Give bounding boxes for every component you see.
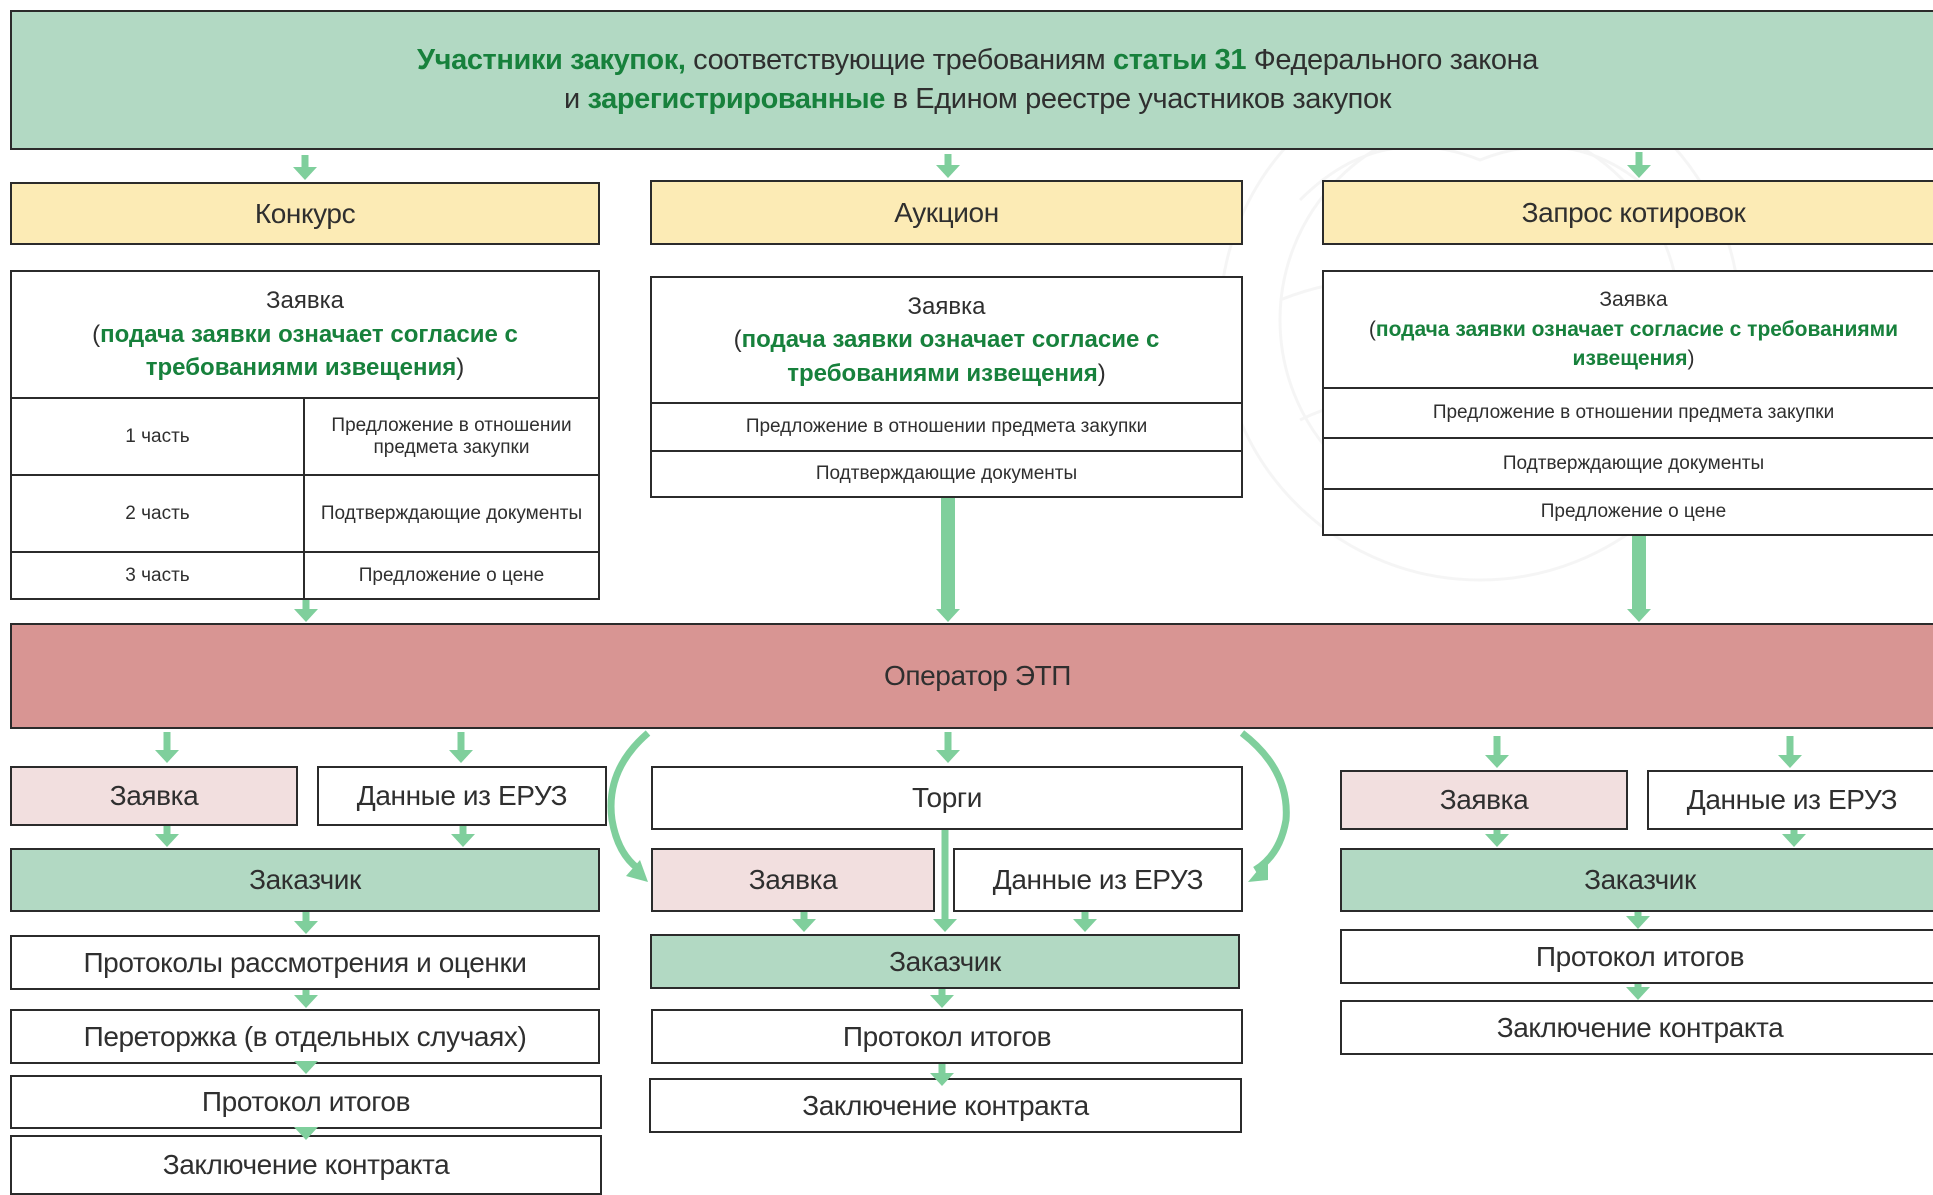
auction-title: Аукцион bbox=[650, 180, 1243, 245]
flow-arrow bbox=[930, 1064, 954, 1086]
flow-arrow bbox=[1782, 830, 1806, 847]
auction-step-result-protocol: Протокол итогов bbox=[651, 1009, 1243, 1064]
flow-arrow bbox=[1778, 736, 1802, 768]
auction-customer: Заказчик bbox=[650, 934, 1240, 989]
konkurs-customer: Заказчик bbox=[10, 848, 600, 912]
quotes-application: Заявка (подача заявки означает согласие … bbox=[1322, 270, 1933, 536]
flow-arrow bbox=[155, 732, 179, 763]
flow-arrow bbox=[294, 600, 318, 622]
konkurs-title: Конкурс bbox=[10, 182, 600, 245]
konkurs-step-rebidding: Переторжка (в отдельных случаях) bbox=[10, 1009, 600, 1064]
auction-step-contract: Заключение контракта bbox=[649, 1078, 1242, 1133]
header-line-1: Участники закупок, соответствующие требо… bbox=[417, 43, 1538, 76]
konkurs-step-protocols: Протоколы рассмотрения и оценки bbox=[10, 935, 600, 990]
quotes-title: Запрос котировок bbox=[1322, 180, 1933, 245]
flow-arrow bbox=[936, 154, 960, 178]
konkurs-part-row: 3 часть Предложение о цене bbox=[12, 551, 598, 598]
flow-arrow bbox=[1485, 736, 1509, 768]
flow-arrow bbox=[155, 826, 179, 847]
flow-arrow bbox=[449, 732, 473, 763]
auction-application: Заявка (подача заявки означает согласие … bbox=[650, 276, 1243, 498]
flow-curved-arrow bbox=[607, 730, 651, 882]
flow-arrow bbox=[1627, 152, 1651, 178]
participants-header: Участники закупок, соответствующие требо… bbox=[10, 10, 1933, 150]
quotes-zayavka: Заявка bbox=[1340, 770, 1628, 830]
quotes-step-result-protocol: Протокол итогов bbox=[1340, 929, 1933, 984]
flow-arrow bbox=[293, 155, 317, 180]
header-line-2: и зарегистрированные в Едином реестре уч… bbox=[564, 83, 1391, 115]
auction-eruz-data: Данные из ЕРУЗ bbox=[953, 848, 1243, 912]
konkurs-part-row: 1 часть Предложение в отношении предмета… bbox=[12, 397, 598, 474]
flow-arrow bbox=[1626, 912, 1650, 929]
konkurs-application-header: Заявка (подача заявки означает согласие … bbox=[92, 287, 518, 382]
quotes-application-header: Заявка (подача заявки означает согласие … bbox=[1368, 288, 1899, 371]
quotes-customer: Заказчик bbox=[1340, 848, 1933, 912]
auction-app-row: Предложение в отношении предмета закупки bbox=[652, 402, 1241, 450]
konkurs-application: Заявка (подача заявки означает согласие … bbox=[10, 270, 600, 600]
flow-arrow bbox=[294, 912, 318, 934]
flow-curved-arrow bbox=[1239, 730, 1290, 882]
auction-app-row: Подтверждающие документы bbox=[652, 450, 1241, 496]
konkurs-part-row: 2 часть Подтверждающие документы bbox=[12, 474, 598, 551]
auction-application-header: Заявка (подача заявки означает согласие … bbox=[733, 292, 1160, 387]
auction-torgi: Торги bbox=[651, 766, 1243, 830]
flow-arrow bbox=[930, 989, 954, 1008]
flow-arrow bbox=[936, 732, 960, 763]
quotes-app-row: Предложение в отношении предмета закупки bbox=[1324, 387, 1933, 437]
flow-arrow bbox=[294, 1061, 318, 1074]
quotes-app-row: Предложение о цене bbox=[1324, 488, 1933, 534]
flow-arrow bbox=[933, 830, 957, 932]
quotes-app-row: Подтверждающие документы bbox=[1324, 437, 1933, 488]
flow-arrow bbox=[1485, 830, 1509, 847]
flow-arrow bbox=[936, 498, 960, 622]
flow-arrow bbox=[1073, 912, 1097, 932]
quotes-step-contract: Заключение контракта bbox=[1340, 1000, 1933, 1055]
auction-zayavka: Заявка bbox=[651, 848, 935, 912]
flow-arrow bbox=[1626, 984, 1650, 1000]
flow-arrow bbox=[294, 1127, 318, 1140]
flow-arrow bbox=[451, 826, 475, 847]
quotes-eruz-data: Данные из ЕРУЗ bbox=[1647, 770, 1933, 830]
flow-arrow bbox=[294, 990, 318, 1008]
flow-arrow bbox=[792, 912, 816, 932]
operator-etp: Оператор ЭТП bbox=[10, 623, 1933, 729]
flow-arrow bbox=[1627, 536, 1651, 622]
konkurs-zayavka: Заявка bbox=[10, 766, 298, 826]
konkurs-eruz-data: Данные из ЕРУЗ bbox=[317, 766, 607, 826]
